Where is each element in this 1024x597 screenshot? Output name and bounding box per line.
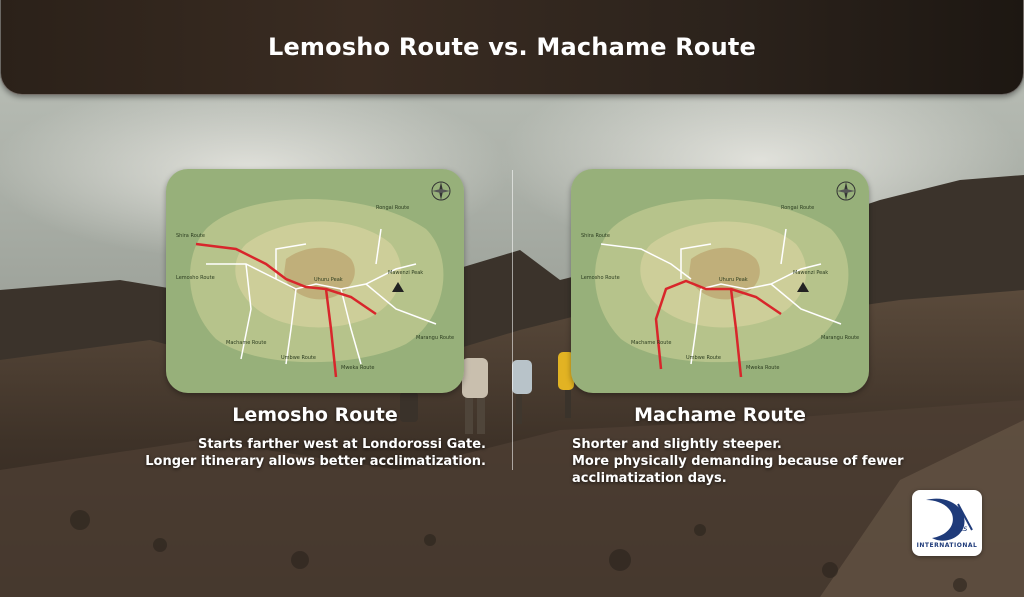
map-label-uhuru: Uhuru Peak xyxy=(314,277,343,283)
map-label-mweka: Mweka Route xyxy=(746,365,779,371)
map-label-peak: Mawenzi Peak xyxy=(793,270,828,276)
lemosho-route-title: Lemosho Route xyxy=(232,404,398,426)
map-label-shira: Shira Route xyxy=(176,233,205,239)
title-banner xyxy=(0,0,1024,95)
machame-desc-line: acclimatization days. xyxy=(572,471,727,486)
machame-description: Shorter and slightly steeper. More physi… xyxy=(572,436,952,487)
column-divider xyxy=(512,170,513,470)
map-label-umbwe: Umbwe Route xyxy=(281,355,316,361)
map-label-rongai: Rongai Route xyxy=(376,205,409,211)
lemosho-description: Starts farther west at Londorossi Gate. … xyxy=(100,436,486,470)
lemosho-route-map: Shira Route Lemosho Route Machame Route … xyxy=(166,169,464,393)
map-label-umbwe: Umbwe Route xyxy=(686,355,721,361)
map-label-peak: Mawenzi Peak xyxy=(388,270,423,276)
map-label-marangu: Marangu Route xyxy=(416,335,454,341)
page-title: Lemosho Route vs. Machame Route xyxy=(267,33,757,61)
logo-text: INTERNATIONAL xyxy=(916,542,978,549)
map-label-marangu: Marangu Route xyxy=(821,335,859,341)
map-label-uhuru: Uhuru Peak xyxy=(719,277,748,283)
map-label-mweka: Mweka Route xyxy=(341,365,374,371)
map-label-machame: Machame Route xyxy=(631,340,671,346)
lemosho-desc-line: Starts farther west at Londorossi Gate. xyxy=(197,437,486,452)
machame-desc-line: More physically demanding because of few… xyxy=(572,454,904,469)
pats-international-logo: pats INTERNATIONAL xyxy=(912,490,982,556)
map-label-machame: Machame Route xyxy=(226,340,266,346)
map-label-lemosho: Lemosho Route xyxy=(581,275,620,281)
logo-mark: pats xyxy=(950,524,968,533)
machame-route-map: Shira Route Lemosho Route Machame Route … xyxy=(571,169,869,393)
map-label-rongai: Rongai Route xyxy=(781,205,814,211)
machame-route-title: Machame Route xyxy=(634,404,806,426)
machame-desc-line: Shorter and slightly steeper. xyxy=(572,437,782,452)
lemosho-desc-line: Longer itinerary allows better acclimati… xyxy=(145,454,486,469)
map-label-shira: Shira Route xyxy=(581,233,610,239)
map-label-lemosho: Lemosho Route xyxy=(176,275,215,281)
